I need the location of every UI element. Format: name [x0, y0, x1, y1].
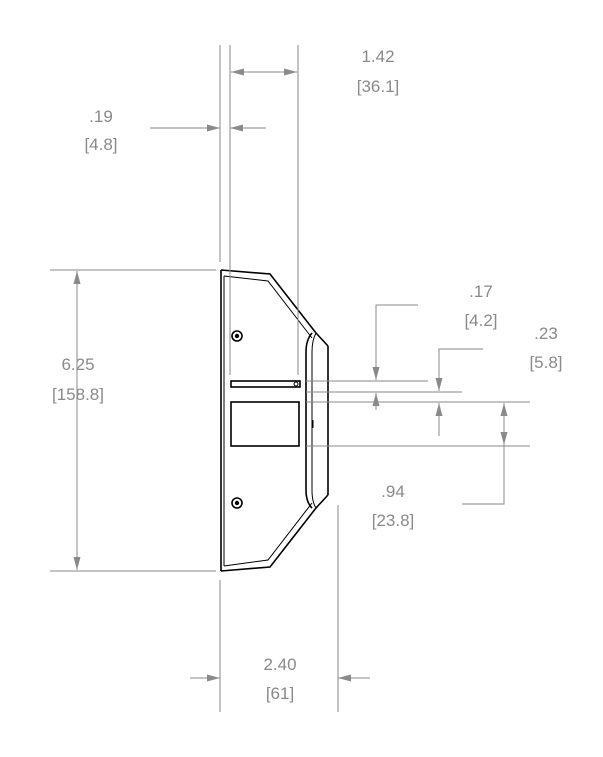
dimension-window-height: .94 [23.8]	[306, 403, 530, 530]
dimension-label-inch: .94	[381, 482, 405, 501]
dimension-label-inch: .23	[534, 324, 558, 343]
dimension-total-depth: 2.40 [61]	[190, 505, 370, 712]
dimension-label-mm: [4.2]	[464, 311, 497, 330]
dimension-label-mm: [36.1]	[357, 77, 400, 96]
dimension-label-mm: [158.8]	[52, 385, 104, 404]
dimension-slot-offset: .23 [5.8]	[306, 324, 563, 436]
screw-icon	[231, 497, 243, 509]
dimension-label-inch: 2.40	[263, 655, 296, 674]
device-side-profile	[220, 269, 329, 572]
screw-icon	[231, 330, 243, 342]
dimension-label-inch: 1.42	[361, 47, 394, 66]
dimension-depth-top: 1.42 [36.1]	[229, 45, 400, 375]
dimension-label-mm: [61]	[266, 684, 294, 703]
dimension-label-mm: [23.8]	[372, 511, 415, 530]
dimension-label-mm: [4.8]	[84, 135, 117, 154]
dimension-label-inch: .17	[469, 282, 493, 301]
dimension-label-mm: [5.8]	[529, 353, 562, 372]
dimension-height: 6.25 [158.8]	[50, 269, 216, 572]
dimension-flange: .19 [4.8]	[84, 45, 266, 262]
dimension-slot-gap: .17 [4.2]	[306, 282, 498, 410]
dimension-label-inch: 6.25	[61, 355, 94, 374]
dimension-label-inch: .19	[89, 107, 113, 126]
